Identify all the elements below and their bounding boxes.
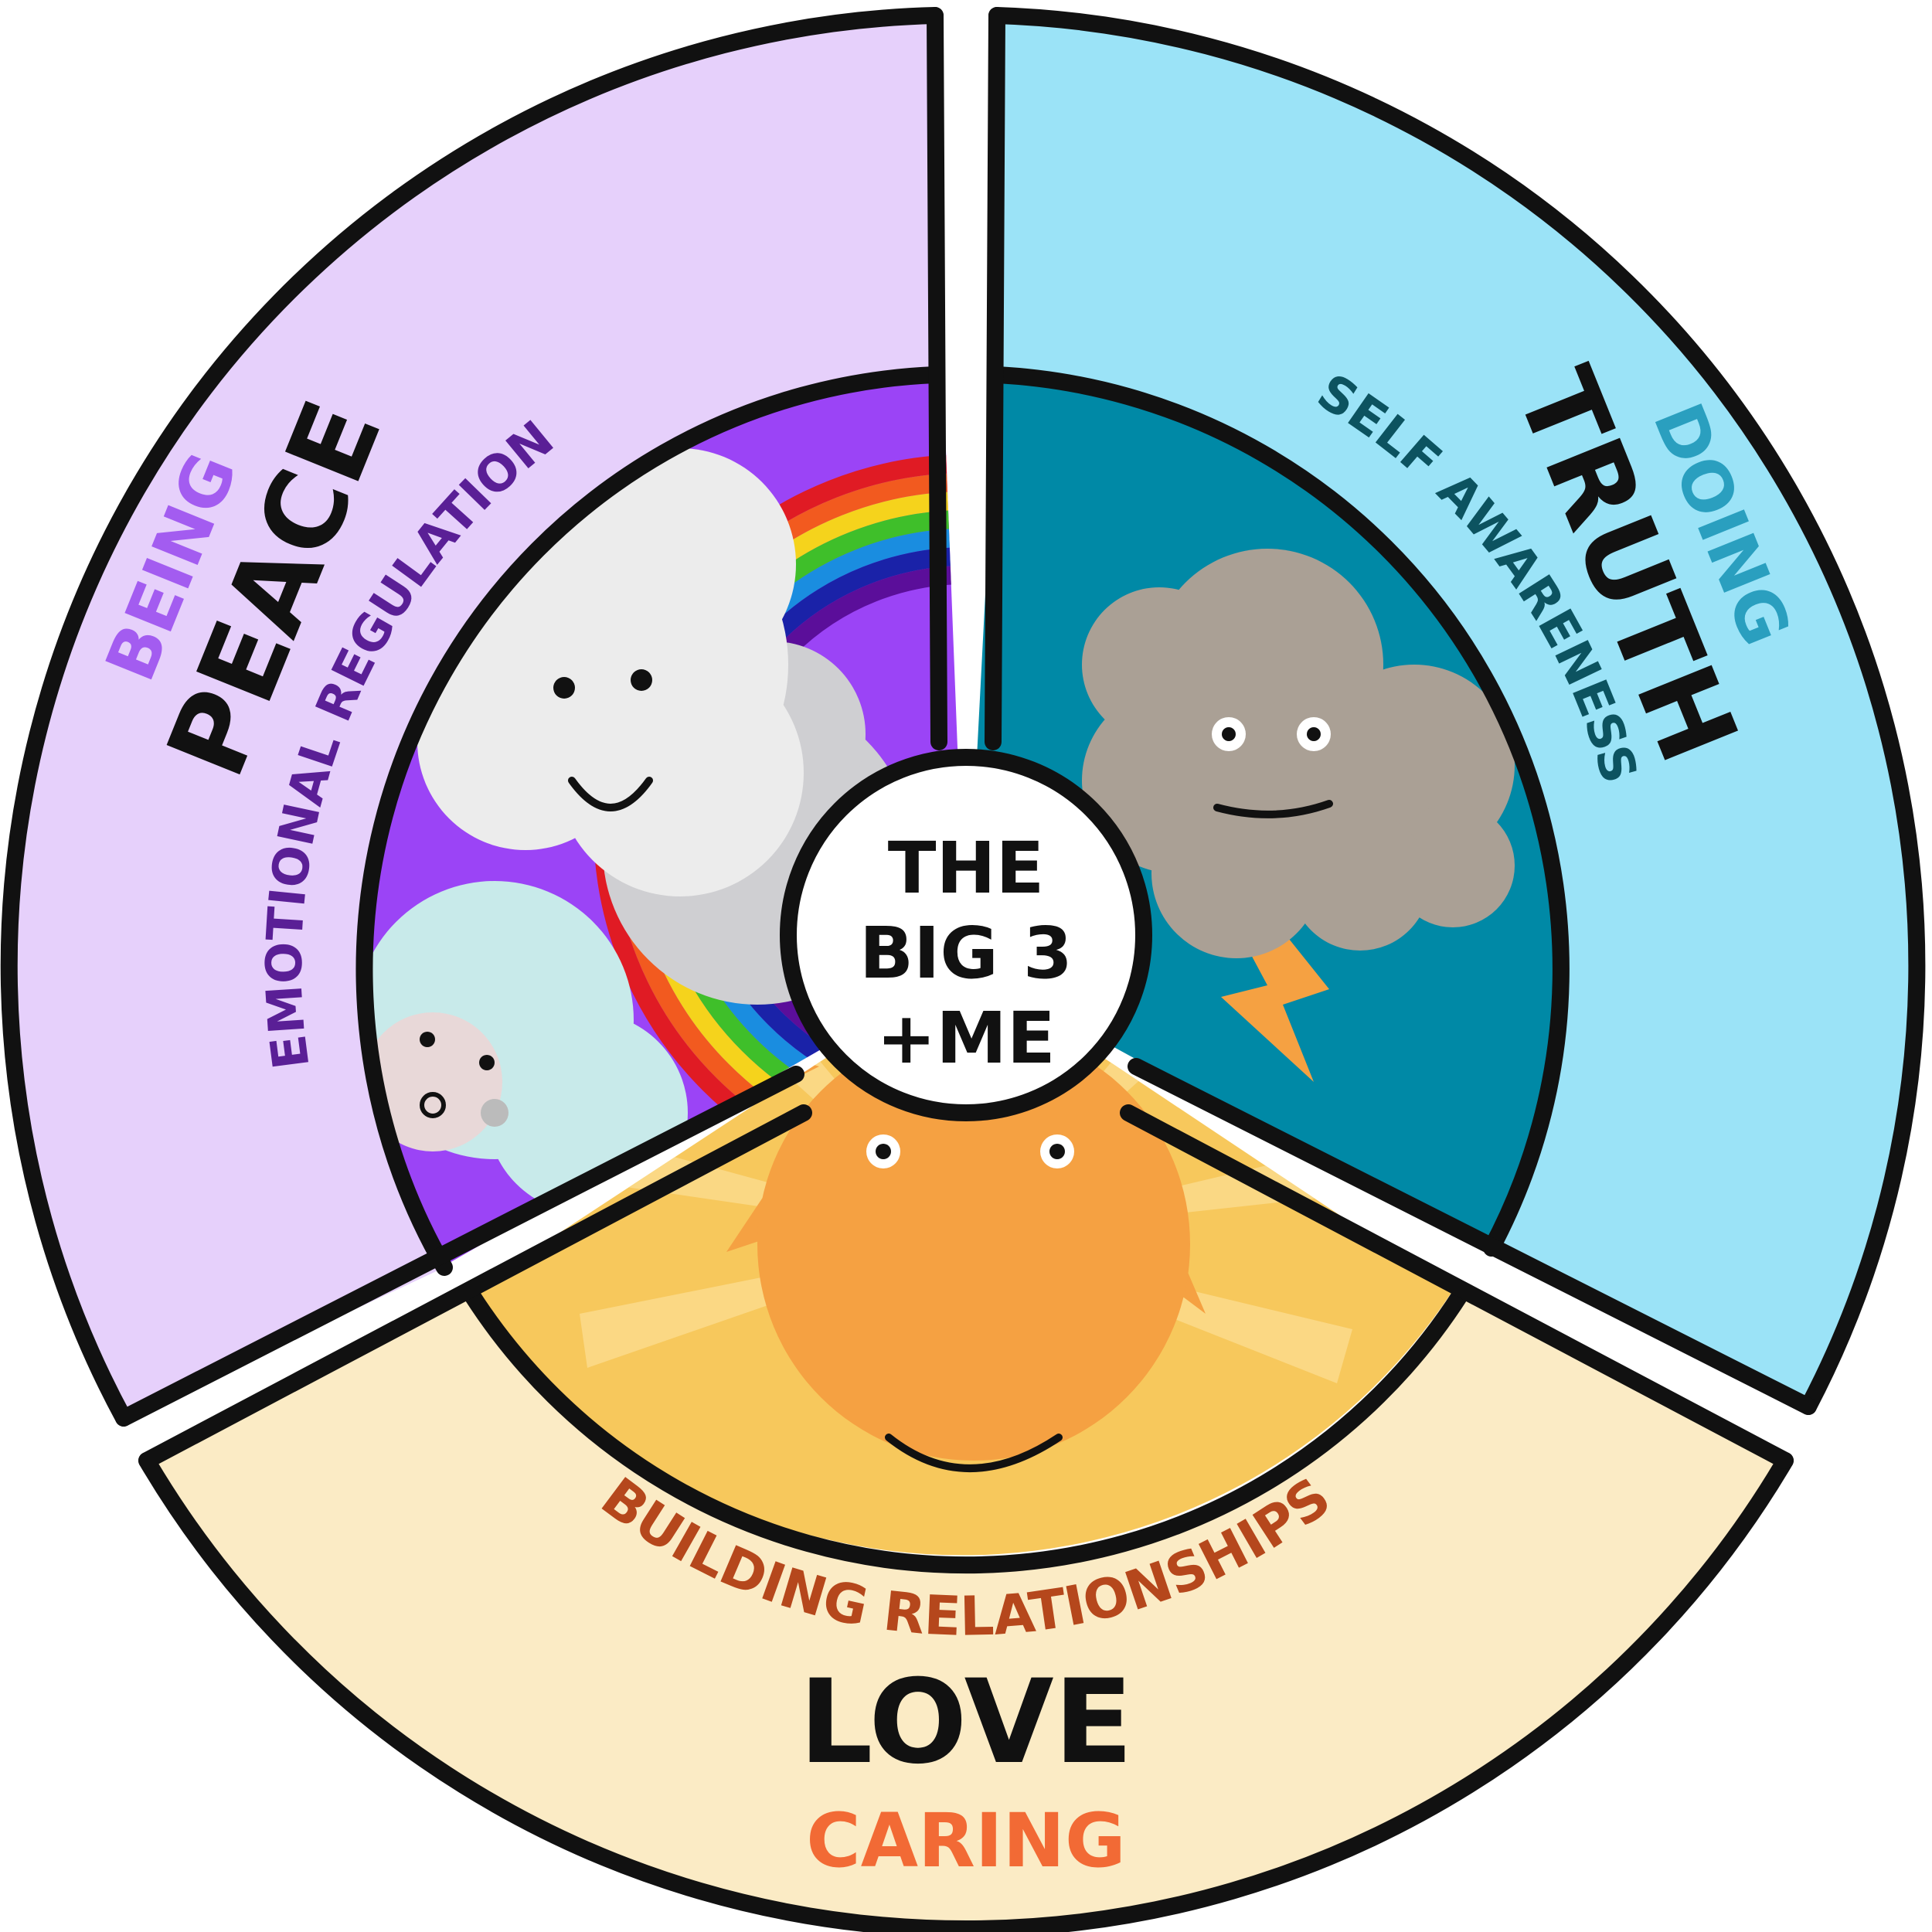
love-verb: CARING — [806, 1798, 1126, 1884]
center-line-1: THE — [888, 827, 1045, 910]
center-line-3: +ME — [876, 997, 1055, 1080]
spoke-dividers — [115, 7, 1817, 1469]
peace-outer-band — [9, 15, 936, 1418]
small-cloud-icon — [368, 881, 688, 1213]
storm-cloud-icon — [1082, 549, 1515, 958]
love-title: LOVE — [799, 1655, 1133, 1790]
center-hub: THE BIG 3 +ME — [780, 749, 1152, 1121]
peace-inner-scene — [368, 371, 966, 1264]
truth-outer-band — [997, 15, 1917, 1406]
lightning-icon — [1221, 912, 1329, 1082]
smiling-cloud-icon — [417, 448, 912, 1005]
outer-ring — [0, 7, 944, 1427]
love-outer-band — [147, 1294, 1785, 1930]
peace-section — [9, 15, 966, 1418]
center-line-2: BIG 3 — [859, 912, 1073, 995]
